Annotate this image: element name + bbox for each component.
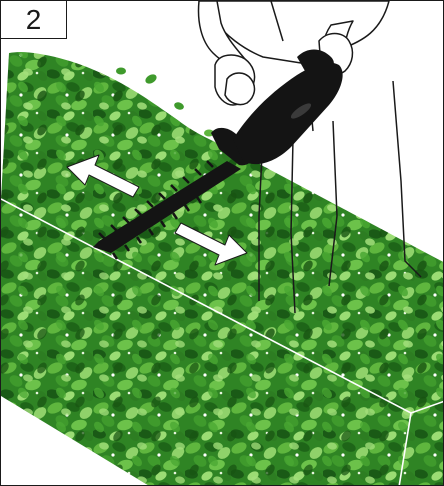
step-number: 2 (26, 6, 42, 34)
person-left-glove-front (225, 73, 254, 105)
step-number-badge: 2 (1, 1, 67, 39)
